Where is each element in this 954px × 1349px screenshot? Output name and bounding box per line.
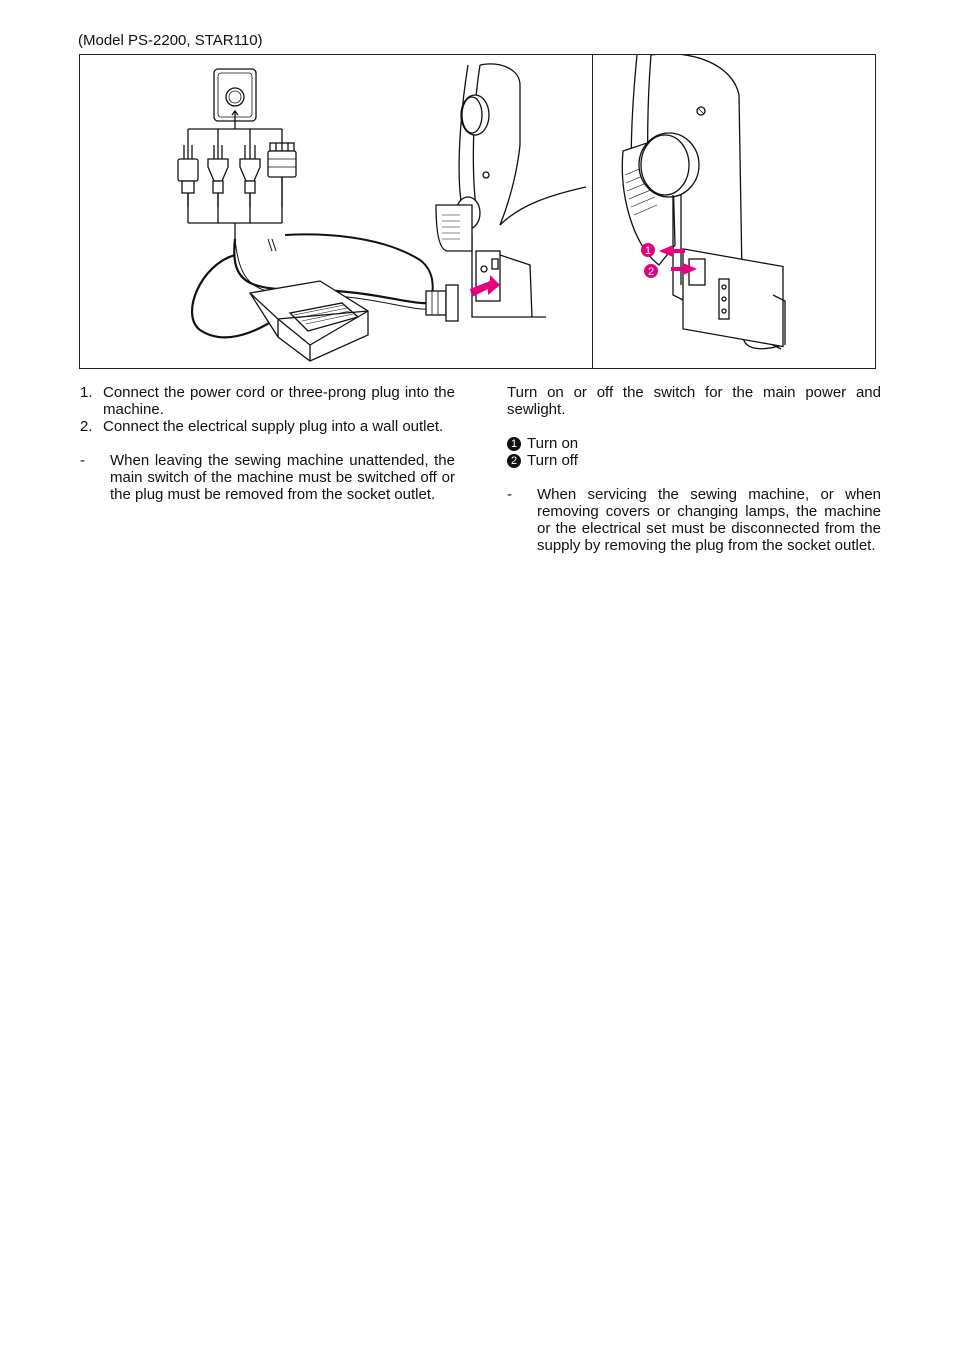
switch-instructions: Turn on or off the switch for the main p… [507,384,881,554]
callout-1-icon [641,243,655,257]
switch-item-text: Turn off [527,452,578,469]
step-item: 1. Connect the power cord or three-prong… [80,384,455,418]
switch-intro: Turn on or off the switch for the main p… [507,384,881,418]
servicing-note: - When servicing the sewing machine, or … [507,486,881,554]
main-switch-illustration: 1 2 [621,55,786,350]
turn-off-arrow-icon [671,263,697,275]
model-label: (Model PS-2200, STAR110) [78,32,263,49]
euro-plug-icon [239,145,261,207]
note-text: When servicing the sewing machine, or wh… [537,486,881,554]
switch-item: 1 Turn on [507,435,881,452]
step-text: Connect the electrical supply plug into … [103,418,444,435]
figure-divider [592,55,593,368]
safety-note: - When leaving the sewing machine unatte… [80,452,455,503]
turn-on-arrow-icon [659,245,685,257]
step-text: Connect the power cord or three-prong pl… [103,384,455,418]
note-dash: - [80,452,85,469]
callout-2-icon [644,264,658,278]
note-dash: - [507,486,512,503]
machine-connector-icon [425,284,459,322]
marker-2-icon: 2 [507,453,521,468]
power-connection-illustration [177,63,587,362]
connection-instructions: 1. Connect the power cord or three-prong… [80,384,455,503]
two-prong-plug-icon [177,145,199,207]
callout-2-label: 2 [648,266,654,278]
note-text: When leaving the sewing machine unattend… [110,452,455,503]
switch-item-text: Turn on [527,435,579,452]
marker-1-icon: 1 [507,436,521,451]
insert-arrow-icon [470,275,500,297]
illustration-frame: 1 2 [79,54,876,369]
switch-item: 2 Turn off [507,452,881,469]
three-pin-plug-icon [267,142,297,207]
foot-controller-icon [248,280,369,362]
step-number: 1. [80,384,93,401]
step-item: 2. Connect the electrical supply plug in… [80,418,455,435]
step-number: 2. [80,418,93,435]
sewing-machine-side-icon [435,63,587,318]
callout-1-label: 1 [645,245,651,257]
grounded-plug-icon [207,145,229,207]
